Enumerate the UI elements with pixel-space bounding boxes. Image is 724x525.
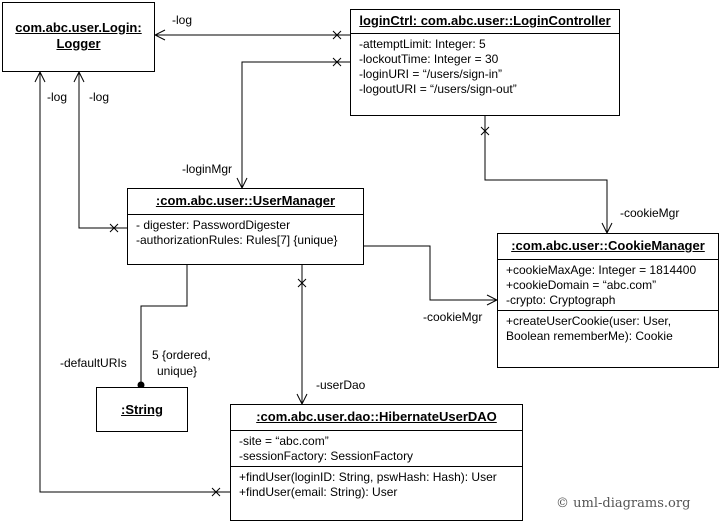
operation: +findUser(loginID: String, pswHash: Hash… — [239, 470, 497, 484]
string-title: :String — [121, 402, 163, 417]
cookie-manager-title: :com.abc.user::CookieManager — [511, 238, 705, 253]
navigability-x-mark — [297, 278, 307, 288]
hibernate-dao-operations: +findUser(loginID: String, pswHash: Hash… — [231, 466, 522, 502]
string-object[interactable]: :String — [96, 387, 188, 432]
attribute: +cookieDomain = “abc.com” — [506, 278, 657, 292]
role-label-user-dao: -userDao — [316, 378, 366, 392]
multiplicity-label: unique} — [157, 364, 198, 378]
role-label-log: -log — [89, 90, 110, 104]
role-label-cookie-mgr: -cookieMgr — [620, 206, 680, 220]
link-user-manager-to-hibernate-dao — [298, 265, 306, 404]
link-hibernate-dao-to-logger — [40, 72, 230, 497]
operation: +createUserCookie(user: User, — [506, 314, 672, 328]
attribute: - digester: PasswordDigester — [136, 218, 291, 232]
navigability-x-mark — [332, 30, 342, 40]
hibernate-dao-object[interactable]: :com.abc.user.dao::HibernateUserDAO -sit… — [230, 404, 523, 521]
attribute: -attemptLimit: Integer: 5 — [359, 37, 486, 51]
cookie-manager-object[interactable]: :com.abc.user::CookieManager +cookieMaxA… — [497, 233, 719, 368]
cookie-manager-attributes: +cookieMaxAge: Integer = 1814400 +cookie… — [498, 259, 718, 310]
navigability-x-mark — [109, 223, 119, 233]
hibernate-dao-attributes: -site = “abc.com” -sessionFactory: Sessi… — [231, 430, 522, 466]
cookie-manager-operations: +createUserCookie(user: User, Boolean re… — [498, 310, 718, 346]
user-manager-title: :com.abc.user::UserManager — [155, 193, 336, 208]
role-label-log: -log — [47, 90, 68, 104]
watermark: © uml-diagrams.org — [556, 496, 691, 511]
attribute: -loginURI = “/users/sign-in” — [359, 67, 503, 81]
role-label-login-mgr: -loginMgr — [182, 162, 233, 176]
link-controller-to-logger — [155, 31, 350, 39]
login-controller-title: loginCtrl: com.abc.user::LoginController — [359, 13, 611, 28]
logger-object[interactable]: com.abc.user.Login: Logger — [2, 2, 155, 72]
attribute: -sessionFactory: SessionFactory — [239, 449, 414, 463]
navigability-x-mark — [211, 487, 221, 497]
qualifier-dot — [137, 381, 145, 389]
link-user-manager-to-string — [137, 265, 188, 389]
attribute: -site = “abc.com” — [239, 434, 329, 448]
role-label-log: -log — [172, 13, 193, 27]
user-manager-object[interactable]: :com.abc.user::UserManager - digester: P… — [127, 188, 364, 265]
role-label-default-uris: -defaultURIs — [60, 356, 127, 370]
multiplicity-label: 5 {ordered, — [152, 348, 211, 362]
user-manager-attributes: - digester: PasswordDigester -authorizat… — [128, 214, 363, 250]
navigability-x-mark — [332, 57, 342, 67]
role-label-cookie-mgr: -cookieMgr — [423, 310, 483, 324]
logger-title: com.abc.user.Login: Logger — [15, 20, 142, 51]
hibernate-dao-title: :com.abc.user.dao::HibernateUserDAO — [256, 409, 497, 424]
attribute: -authorizationRules: Rules[7] {unique} — [136, 233, 338, 247]
attribute: +cookieMaxAge: Integer = 1814400 — [506, 263, 697, 277]
link-controller-to-user-manager — [242, 57, 350, 188]
operation: +findUser(email: String): User — [239, 485, 398, 499]
link-user-manager-to-logger — [79, 72, 127, 233]
navigability-x-mark — [480, 126, 490, 136]
login-controller-attributes: -attemptLimit: Integer: 5 -lockoutTime: … — [351, 33, 619, 99]
attribute: -crypto: Cryptograph — [506, 293, 616, 307]
login-controller-object[interactable]: loginCtrl: com.abc.user::LoginController… — [350, 9, 620, 116]
attribute: -lockoutTime: Integer = 30 — [359, 52, 499, 66]
operation: Boolean rememberMe): Cookie — [506, 329, 673, 343]
attribute: -logoutURI = “/users/sign-out” — [359, 82, 517, 96]
link-user-manager-to-cookie-manager — [364, 245, 497, 300]
link-controller-to-cookie-manager — [480, 116, 607, 233]
